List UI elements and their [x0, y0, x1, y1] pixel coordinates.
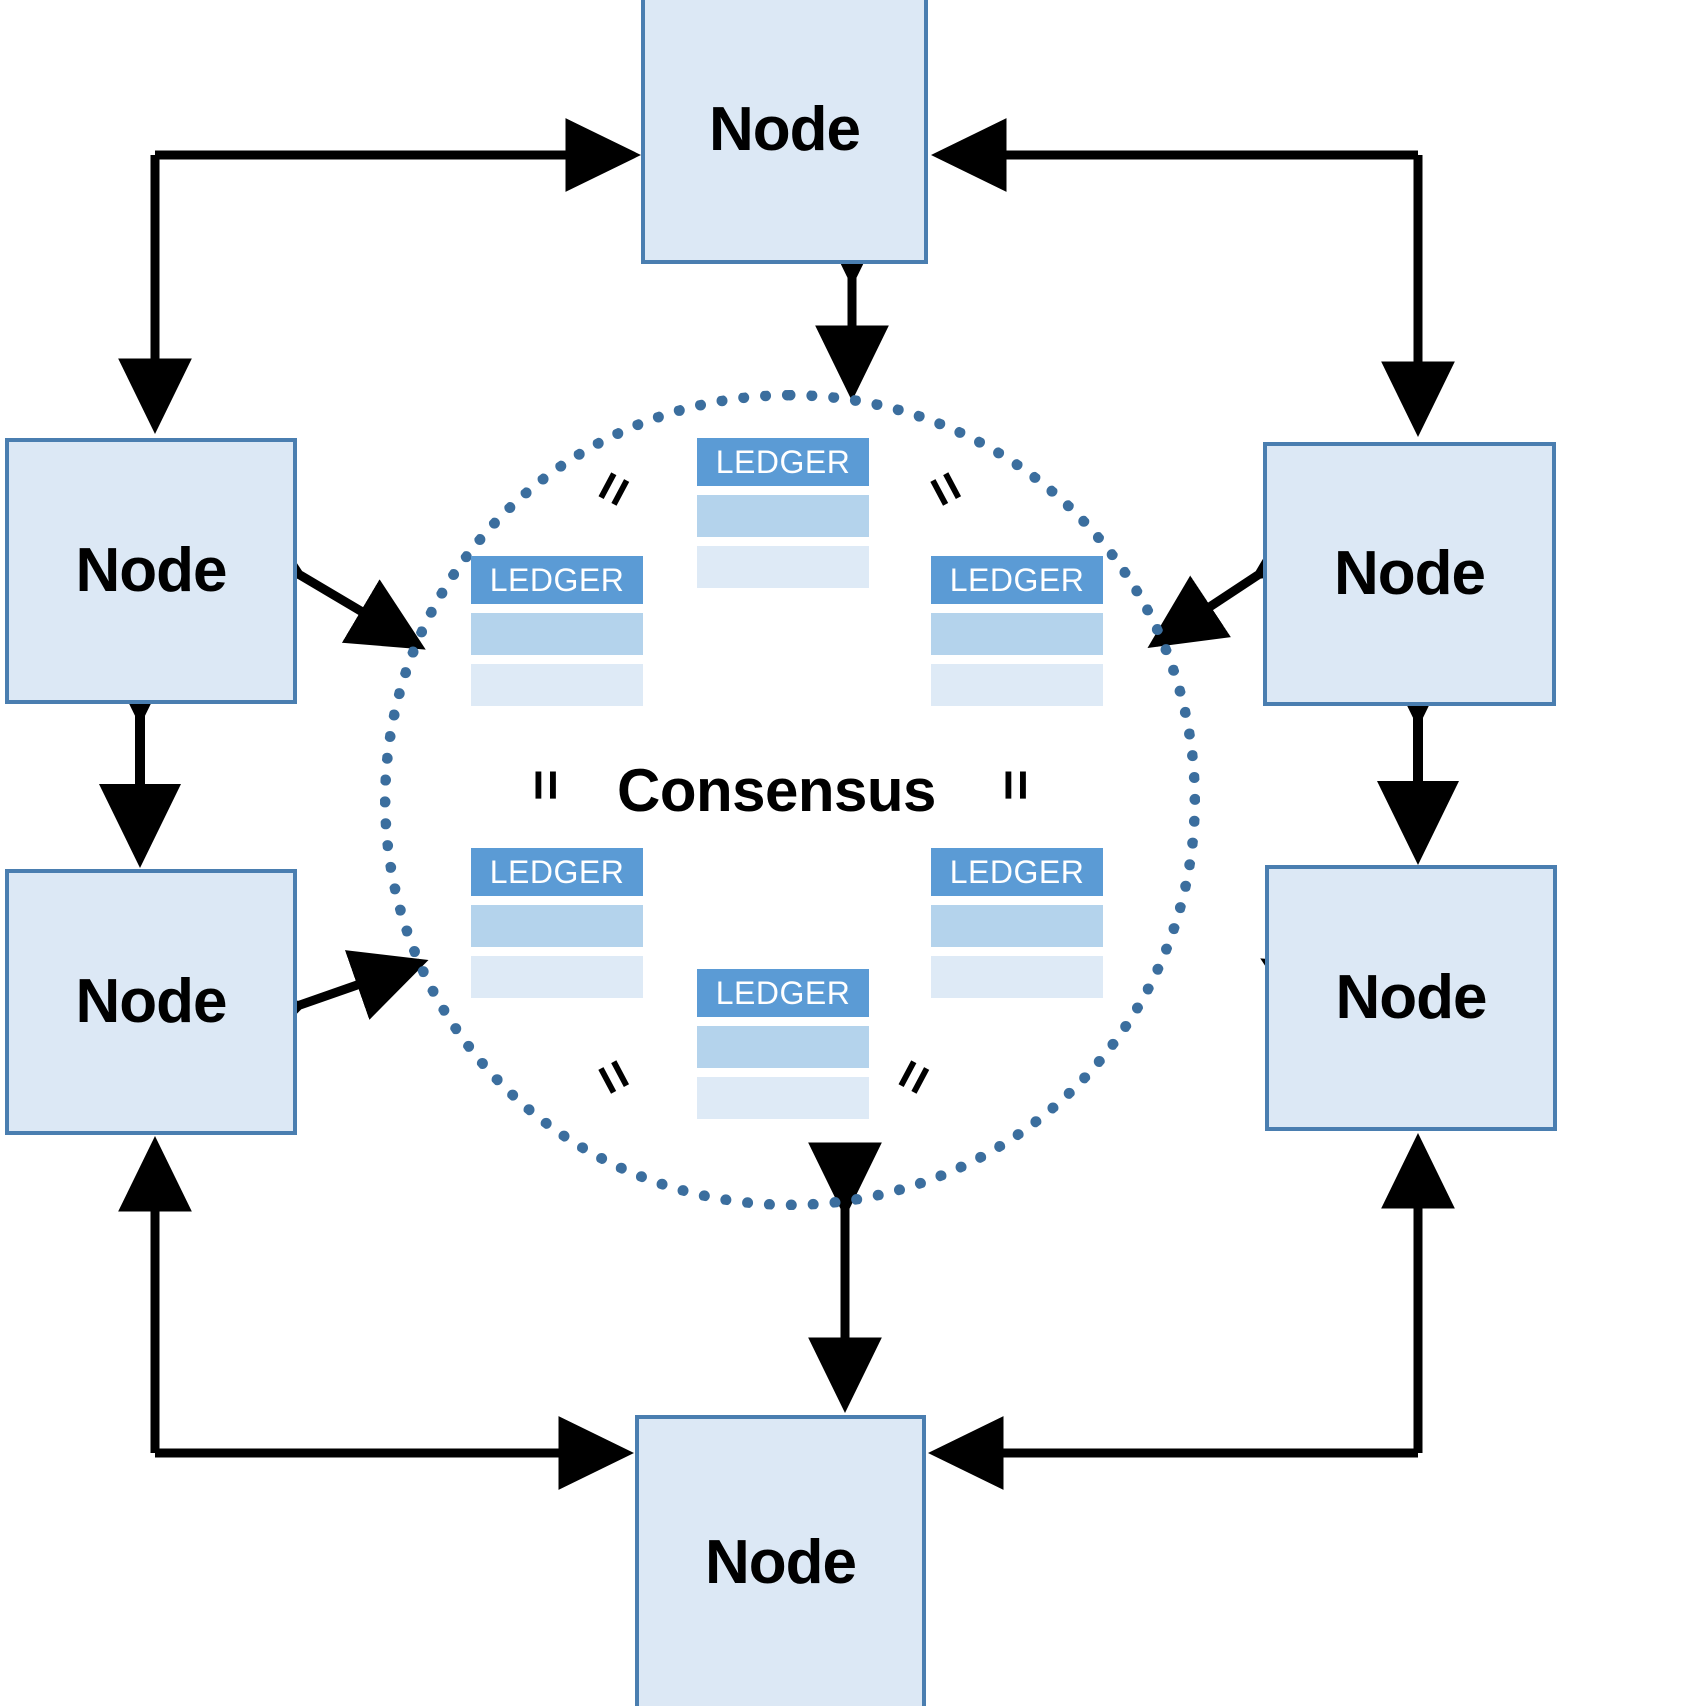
arrow-elbow-left-to-top — [118, 118, 641, 434]
node-left-lower[interactable]: Node — [5, 869, 297, 1135]
ledger-lower-right-row-1 — [931, 905, 1103, 947]
ledger-lower-left-row-2 — [471, 956, 643, 998]
ledger-bottom-row-2 — [697, 1077, 869, 1119]
ledger-top[interactable]: LEDGER — [697, 438, 869, 588]
equals-mid-left-icon: = — [515, 769, 576, 801]
ledger-upper-left-header: LEDGER — [471, 556, 643, 604]
ledger-lower-right-row-2 — [931, 956, 1103, 998]
ledger-upper-left[interactable]: LEDGER — [471, 556, 643, 706]
arrow-center-left-upper — [223, 509, 426, 650]
ledger-top-row-1 — [697, 495, 869, 537]
ledger-bottom-row-1 — [697, 1026, 869, 1068]
ledger-lower-left[interactable]: LEDGER — [471, 848, 643, 998]
arrow-elbow-right-to-top — [931, 118, 1455, 437]
ledger-upper-right[interactable]: LEDGER — [931, 556, 1103, 706]
ledger-upper-right-row-1 — [931, 613, 1103, 655]
node-left-lower-label: Node — [75, 967, 228, 1036]
ledger-bottom-header: LEDGER — [697, 969, 869, 1017]
ledger-upper-left-row-2 — [471, 664, 643, 706]
arrow-center-left-lower — [224, 950, 429, 1062]
ledger-upper-right-header: LEDGER — [931, 556, 1103, 604]
arrow-elbow-left-to-bottom — [118, 1136, 634, 1490]
ledger-lower-left-header: LEDGER — [471, 848, 643, 896]
node-right-lower-label: Node — [1335, 963, 1488, 1032]
node-right-upper-label: Node — [1334, 539, 1486, 608]
ledger-lower-right-header: LEDGER — [931, 848, 1103, 896]
equals-mid-right-icon: = — [985, 769, 1046, 801]
node-left-upper[interactable]: Node — [5, 438, 297, 704]
ledger-lower-right[interactable]: LEDGER — [931, 848, 1103, 998]
ledger-top-header: LEDGER — [697, 438, 869, 486]
ledger-upper-right-row-2 — [931, 664, 1103, 706]
ledger-top-row-2 — [697, 546, 869, 588]
node-top-label: Node — [709, 95, 861, 164]
arrow-center-right-upper — [1147, 507, 1334, 648]
node-bottom[interactable]: Node — [635, 1415, 926, 1706]
node-bottom-label: Node — [705, 1527, 857, 1597]
ledger-upper-left-row-1 — [471, 613, 643, 655]
ledger-lower-left-row-1 — [471, 905, 643, 947]
node-left-upper-label: Node — [75, 536, 228, 605]
node-top[interactable]: Node — [641, 0, 928, 264]
arrow-elbow-right-to-bottom — [928, 1133, 1455, 1490]
node-right-upper[interactable]: Node — [1263, 442, 1556, 706]
ledger-bottom[interactable]: LEDGER — [697, 969, 869, 1119]
consensus-boundary-circle — [380, 390, 1200, 1210]
node-right-lower[interactable]: Node — [1265, 865, 1557, 1131]
consensus-label: Consensus — [617, 757, 936, 824]
